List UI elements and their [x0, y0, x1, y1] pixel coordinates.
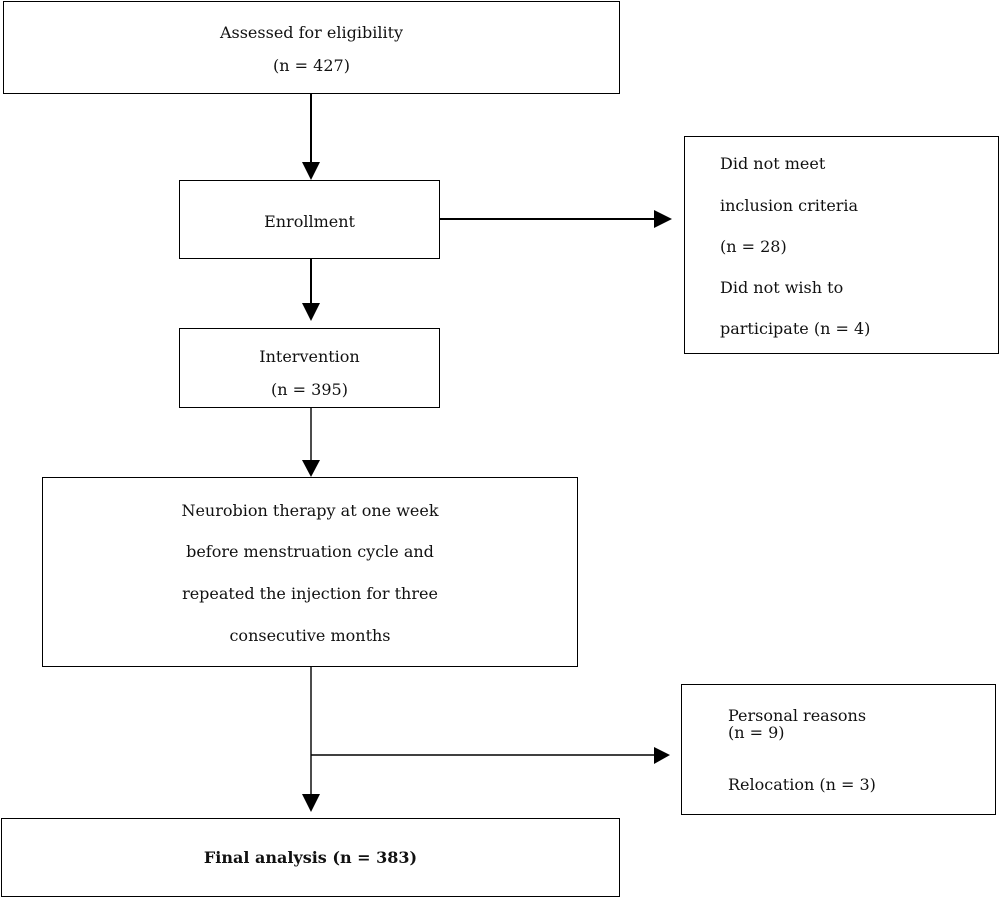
- excluded-line-4: Did not wish to: [720, 278, 844, 297]
- arrowhead-enrollment: [302, 162, 320, 180]
- therapy-line-2: before menstruation cycle and: [186, 542, 434, 561]
- excluded-line-1: Did not meet: [720, 154, 826, 173]
- arrowhead-final: [302, 794, 320, 812]
- arrowhead-therapy: [302, 460, 320, 477]
- lost-line-3: Relocation (n = 3): [728, 775, 876, 794]
- assessed-count: (n = 427): [273, 56, 350, 75]
- enrollment-title: Enrollment: [264, 212, 355, 231]
- final-box: [1, 818, 620, 897]
- therapy-box: [42, 477, 578, 667]
- excluded-box: [684, 136, 999, 354]
- therapy-line-4: consecutive months: [229, 626, 391, 645]
- enrollment-box: [179, 180, 440, 259]
- lost-box: [681, 684, 996, 815]
- assessed-title: Assessed for eligibility: [219, 23, 404, 42]
- excluded-line-5: participate (n = 4): [720, 319, 871, 338]
- assessed-box: [3, 1, 620, 94]
- therapy-line-3: repeated the injection for three: [182, 584, 438, 603]
- therapy-line-1: Neurobion therapy at one week: [181, 501, 439, 520]
- intervention-count: (n = 395): [271, 380, 348, 399]
- excluded-line-2: inclusion criteria: [720, 196, 859, 215]
- lost-line-2: (n = 9): [728, 723, 785, 742]
- lost-line-1: Personal reasons: [728, 706, 867, 725]
- intervention-title: Intervention: [259, 347, 360, 366]
- arrowhead-lost: [654, 747, 670, 764]
- intervention-box: [179, 328, 440, 408]
- arrowhead-intervention: [302, 303, 320, 321]
- arrowhead-excluded: [654, 210, 672, 228]
- final-label: Final analysis (n = 383): [203, 848, 418, 867]
- excluded-line-3: (n = 28): [720, 237, 787, 256]
